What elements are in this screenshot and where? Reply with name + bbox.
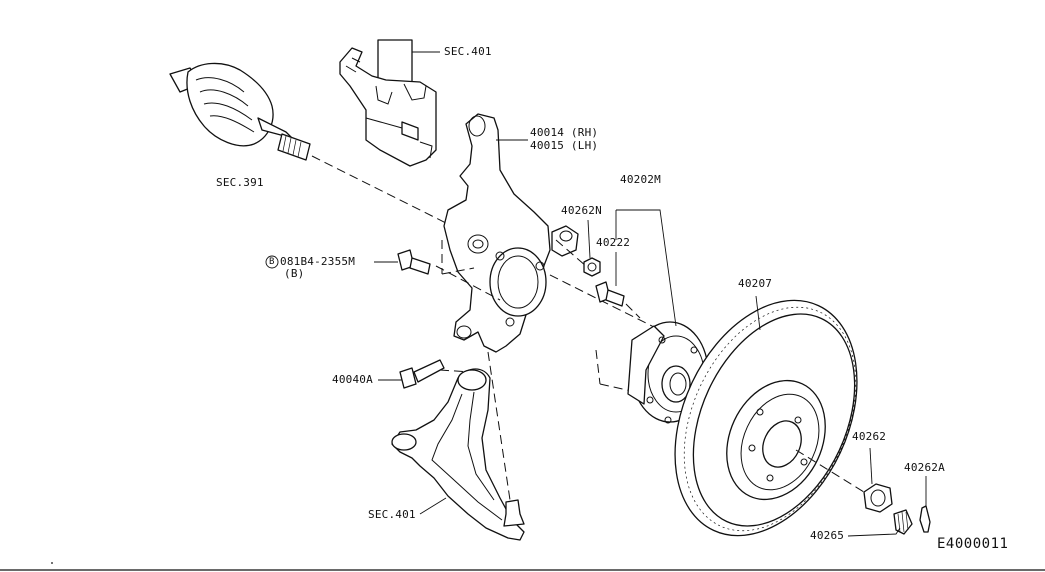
knuckle-bolt xyxy=(374,249,431,275)
label-hub-nut: 40262N xyxy=(561,204,602,217)
label-bolt-ref: 081B4-2355M xyxy=(280,255,356,268)
label-sec401-top: SEC.401 xyxy=(444,45,492,58)
label-sec391: SEC.391 xyxy=(216,176,264,189)
circled-b-symbol xyxy=(265,255,279,269)
label-sec401-bottom: SEC.401 xyxy=(368,508,416,521)
label-axle-nut: 40262 xyxy=(852,430,887,443)
steering-knuckle xyxy=(443,113,579,353)
label-knuckle-rh: 40014 (RH) xyxy=(530,126,599,139)
label-hub-assy: 40202M xyxy=(620,173,661,186)
label-cotter-pin: 40262A xyxy=(904,461,945,474)
label-lca-bolt: 40040A xyxy=(332,373,373,386)
label-bolt-qty: (B) xyxy=(284,267,305,280)
strut xyxy=(339,39,440,167)
lower-control-arm xyxy=(391,368,525,541)
diagram-code: E4000011 xyxy=(937,536,1009,552)
corner-dot xyxy=(51,562,53,564)
label-nut-cap: 40265 xyxy=(810,529,845,542)
label-knuckle-lh: 40015 (LH) xyxy=(530,139,599,152)
construction-lines xyxy=(435,239,641,501)
axle-nut-group xyxy=(847,447,931,537)
brake-rotor xyxy=(674,295,865,537)
hub-nut-and-bolt xyxy=(583,219,625,307)
label-bolt-circle-b: B xyxy=(269,257,275,267)
drive-shaft xyxy=(169,62,661,331)
label-hub-bolt: 40222 xyxy=(596,236,631,249)
label-rotor: 40207 xyxy=(738,277,773,290)
control-arm-bolt xyxy=(378,359,445,389)
